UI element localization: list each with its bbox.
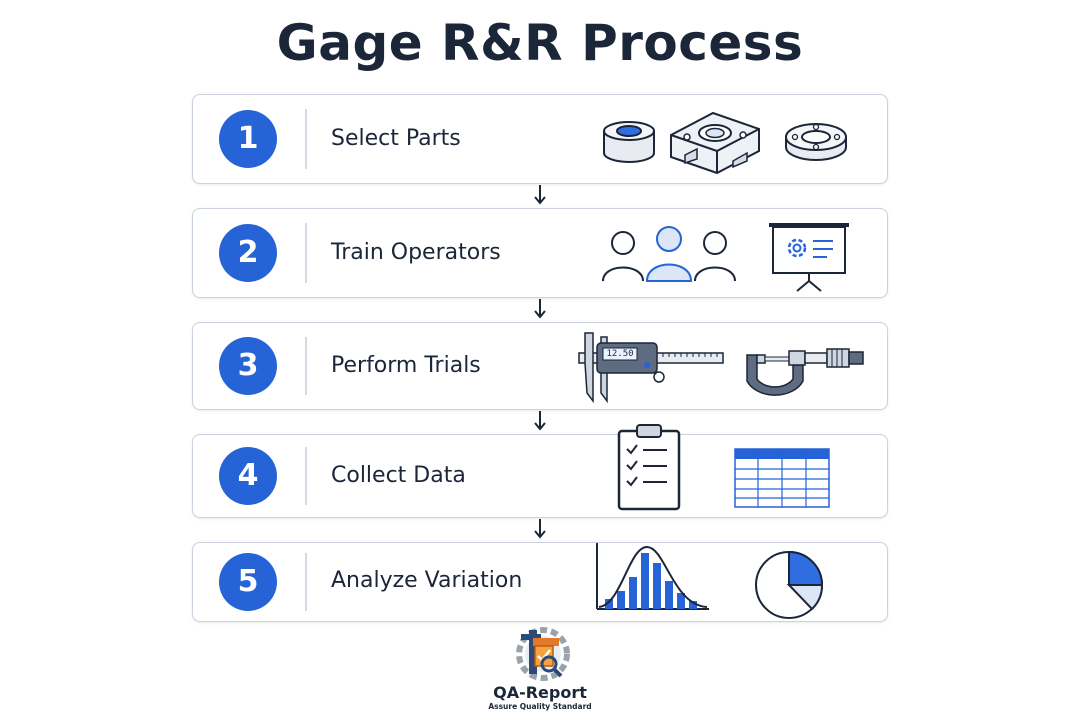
step-label: Select Parts [331, 126, 461, 151]
step-number-badge: 1 [219, 110, 277, 168]
step-card-4: 4 Collect Data [192, 424, 888, 518]
washer-ring-part-icon [785, 123, 847, 161]
machined-block-part-icon [670, 111, 760, 175]
histogram-bell-curve-icon [596, 543, 709, 610]
qa-report-logo: QA-Report Assure Quality Standard [480, 624, 600, 711]
step-number-badge: 3 [219, 337, 277, 395]
logo-tagline: Assure Quality Standard [488, 702, 592, 711]
down-arrow-icon [534, 519, 546, 539]
step-card-1: 1 Select Parts [192, 94, 888, 184]
step-divider [305, 223, 307, 283]
step-card-3: 3 Perform Trials 12.50 [192, 322, 888, 410]
cylindrical-part-icon [603, 121, 655, 163]
operators-group-icon [602, 226, 736, 282]
down-arrow-icon [534, 185, 546, 205]
step-divider [305, 553, 307, 611]
digital-caliper-icon: 12.50 [577, 329, 725, 403]
step-number-badge: 5 [219, 553, 277, 611]
step-card-5: 5 Analyze Variation [192, 542, 888, 622]
step-card-2: 2 Train Operators [192, 208, 888, 298]
step-label: Analyze Variation [331, 568, 523, 593]
micrometer-icon [746, 348, 864, 396]
page-title: Gage R&R Process [276, 14, 804, 72]
step-divider [305, 109, 307, 169]
step-label: Perform Trials [331, 353, 481, 378]
pie-chart-icon [755, 550, 824, 619]
down-arrow-icon [534, 299, 546, 319]
logo-name: QA-Report [493, 683, 587, 702]
logo-emblem-icon [516, 627, 570, 681]
step-label: Train Operators [331, 240, 501, 265]
step-number-badge: 4 [219, 447, 277, 505]
down-arrow-icon [534, 411, 546, 431]
step-divider [305, 337, 307, 395]
caliper-readout: 12.50 [606, 349, 634, 359]
data-table-icon [734, 448, 830, 508]
presentation-board-icon [769, 223, 849, 292]
step-number-badge: 2 [219, 224, 277, 282]
step-label: Collect Data [331, 463, 466, 488]
step-divider [305, 447, 307, 505]
checklist-clipboard-icon [617, 424, 681, 511]
